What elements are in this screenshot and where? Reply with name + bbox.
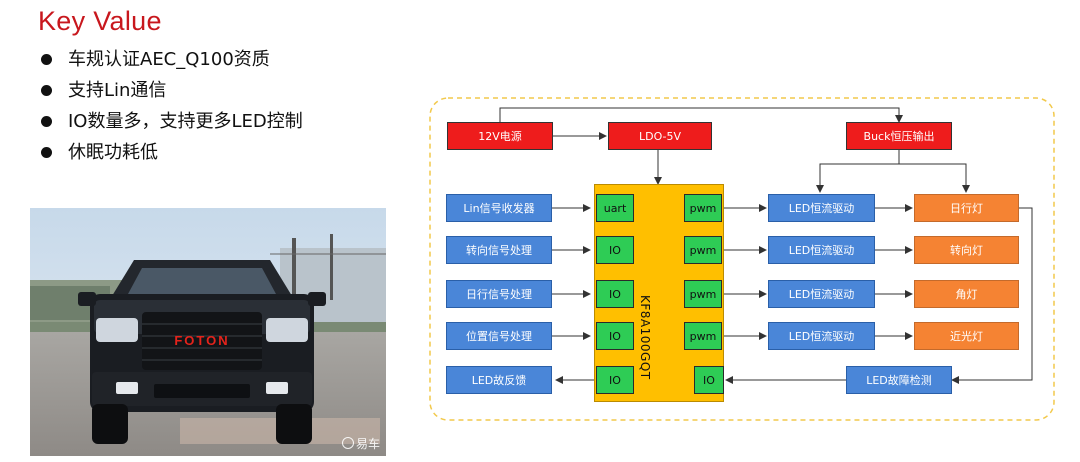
led-driver-box: LED恒流驱动 <box>768 280 875 308</box>
led-driver-box: LED恒流驱动 <box>768 322 875 350</box>
turn-signal-box: 转向信号处理 <box>446 236 552 264</box>
buck-box: Buck恒压输出 <box>846 122 952 150</box>
position-signal-box: 位置信号处理 <box>446 322 552 350</box>
turn-lamp-box: 转向灯 <box>914 236 1019 264</box>
mcu-pin-pwm: pwm <box>684 236 722 264</box>
key-value-list: 车规认证AEC_Q100资质 支持Lin通信 IO数量多，支持更多LED控制 休… <box>40 46 303 170</box>
bullet-item: 支持Lin通信 <box>40 77 303 108</box>
mcu-pin-pwm: pwm <box>684 194 722 222</box>
drl-signal-box: 日行信号处理 <box>446 280 552 308</box>
led-driver-box: LED恒流驱动 <box>768 236 875 264</box>
bullet-text: 支持Lin通信 <box>68 80 167 101</box>
bullet-dot-icon <box>41 54 52 65</box>
truck-illustration: FOTON <box>30 208 386 456</box>
low-beam-lamp-box: 近光灯 <box>914 322 1019 350</box>
led-feedback-box: LED故反馈 <box>446 366 552 394</box>
bullet-text: 车规认证AEC_Q100资质 <box>68 49 270 70</box>
bullet-item: 休眠功耗低 <box>40 139 303 170</box>
bullet-text: IO数量多，支持更多LED控制 <box>68 111 303 132</box>
lin-transceiver-box: Lin信号收发器 <box>446 194 552 222</box>
mcu-pin-pwm: pwm <box>684 280 722 308</box>
mcu-pin-io: IO <box>596 236 634 264</box>
foton-logo: FOTON <box>174 333 229 348</box>
diagram-connectors <box>429 97 1055 421</box>
page-title: Key Value <box>38 6 162 36</box>
watermark: 易车 <box>341 435 380 452</box>
led-driver-box: LED恒流驱动 <box>768 194 875 222</box>
bullet-item: IO数量多，支持更多LED控制 <box>40 108 303 139</box>
mcu-pin-uart: uart <box>596 194 634 222</box>
mcu-pin-io: IO <box>596 280 634 308</box>
truck-photo: FOTON 易车 <box>30 208 386 456</box>
mcu-label: KF8A100GQT <box>638 295 652 380</box>
mcu-pin-io: IO <box>596 366 634 394</box>
watermark-icon <box>341 437 354 449</box>
led-fault-detect-box: LED故障检测 <box>846 366 952 394</box>
ldo-box: LDO-5V <box>608 122 712 150</box>
mcu-pin-io: IO <box>694 366 724 394</box>
mcu-pin-io: IO <box>596 322 634 350</box>
block-diagram: 12V电源 LDO-5V Buck恒压输出 KF8A100GQT uart IO… <box>428 96 1056 422</box>
bullet-item: 车规认证AEC_Q100资质 <box>40 46 303 77</box>
corner-lamp-box: 角灯 <box>914 280 1019 308</box>
watermark-text: 易车 <box>355 437 380 451</box>
drl-lamp-box: 日行灯 <box>914 194 1019 222</box>
bullet-text: 休眠功耗低 <box>68 142 158 163</box>
bullet-dot-icon <box>41 147 52 158</box>
bullet-dot-icon <box>41 116 52 127</box>
power-12v-box: 12V电源 <box>447 122 553 150</box>
bullet-dot-icon <box>41 85 52 96</box>
mcu-pin-pwm: pwm <box>684 322 722 350</box>
